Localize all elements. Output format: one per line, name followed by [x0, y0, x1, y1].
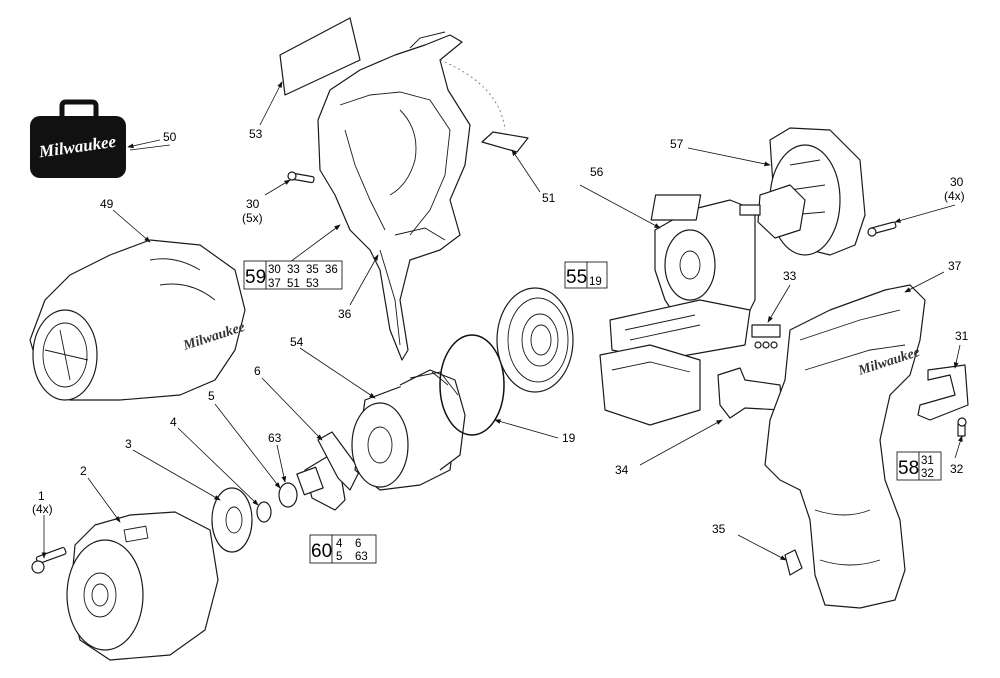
carrying-case-part: Milwaukee: [30, 99, 126, 178]
bearing-plate-part: [496, 287, 574, 393]
kit-59-item-7: 53: [306, 278, 319, 290]
o-ring-part: [278, 482, 298, 508]
kit-box-60: 60 4 6 5 63: [309, 534, 377, 564]
callout-5: 5: [208, 389, 215, 403]
housing-half-part: Milwaukee: [764, 284, 926, 609]
callout-30-right-qty: (4x): [944, 189, 965, 203]
callout-53: 53: [249, 127, 263, 141]
kit-60-item-1: 4: [336, 538, 343, 550]
callout-37: 37: [948, 259, 962, 273]
electronics-module-part: [599, 194, 756, 426]
kit-55-item-1: 19: [589, 276, 602, 288]
callout-2: 2: [80, 464, 87, 478]
callout-35: 35: [712, 522, 726, 536]
callout-32: 32: [950, 462, 964, 476]
kit-box-55: 55 19: [564, 261, 608, 289]
kit-59-item-6: 51: [287, 278, 300, 290]
callout-19: 19: [562, 431, 576, 445]
small-label-part: [481, 131, 529, 153]
label-sticker-part: [279, 17, 361, 96]
kit-58-item-2: 32: [921, 468, 934, 480]
contact-block-part: [751, 324, 781, 349]
washer-part: [211, 487, 253, 553]
callout-36: 36: [338, 307, 352, 321]
callout-3: 3: [125, 437, 132, 451]
leader-lines: [41, 81, 963, 561]
kit-55-main: 55: [566, 267, 587, 288]
callout-30-right: 30: [950, 175, 964, 189]
callout-34: 34: [615, 463, 629, 477]
kit-box-58: 58 31 32: [896, 451, 942, 481]
kit-60-main: 60: [311, 541, 332, 562]
callout-51: 51: [542, 191, 556, 205]
kit-59-item-3: 35: [306, 264, 319, 276]
switch-bracket-part: [717, 367, 783, 419]
callout-63: 63: [268, 431, 282, 445]
kit-60-item-2: 6: [355, 538, 361, 550]
screw-part-30-right: [867, 221, 897, 237]
housing-frame-part: [317, 31, 506, 361]
callout-57: 57: [670, 137, 684, 151]
kit-60-item-4: 63: [355, 551, 368, 563]
screw-part-30-left: [287, 171, 315, 184]
kit-60-item-3: 5: [336, 551, 342, 563]
belt-clip-part: [917, 364, 969, 421]
retaining-ring-part: [256, 501, 272, 523]
anvil-part: [296, 431, 361, 511]
callout-54: 54: [290, 335, 304, 349]
small-clip-part: [784, 549, 803, 576]
kit-58-main: 58: [898, 458, 919, 479]
callout-labels: 50 53 30 (5x) 36 51 49 1 (4x) 2 3 4 5 6 …: [32, 127, 969, 536]
screw-part-1: [31, 547, 67, 574]
callout-56: 56: [590, 165, 604, 179]
callout-49: 49: [100, 197, 114, 211]
callout-50: 50: [163, 130, 177, 144]
clip-screw-part: [957, 417, 967, 437]
kit-59-item-4: 36: [325, 264, 338, 276]
callout-1-qty: (4x): [32, 502, 53, 516]
callout-30-left-qty: (5x): [242, 211, 263, 225]
kit-59-item-5: 37: [268, 278, 281, 290]
callout-31: 31: [955, 329, 969, 343]
callout-6: 6: [254, 364, 261, 378]
callout-4: 4: [170, 415, 177, 429]
kit-58-item-1: 31: [921, 455, 934, 467]
motor-stator-part: [739, 127, 866, 256]
callout-1: 1: [38, 489, 45, 503]
callout-33: 33: [783, 269, 797, 283]
kit-59-item-1: 30: [268, 264, 281, 276]
kit-59-main: 59: [245, 267, 266, 288]
large-o-ring-part: [439, 334, 505, 436]
hammer-assembly-part: [351, 369, 466, 491]
kit-59-item-2: 33: [287, 264, 300, 276]
callout-30-left: 30: [246, 197, 260, 211]
gear-case-part: [66, 511, 219, 661]
protective-boot-part: Milwaukee: [29, 239, 247, 401]
kit-box-59: 59 30 33 35 36 37 51 53: [243, 260, 343, 290]
